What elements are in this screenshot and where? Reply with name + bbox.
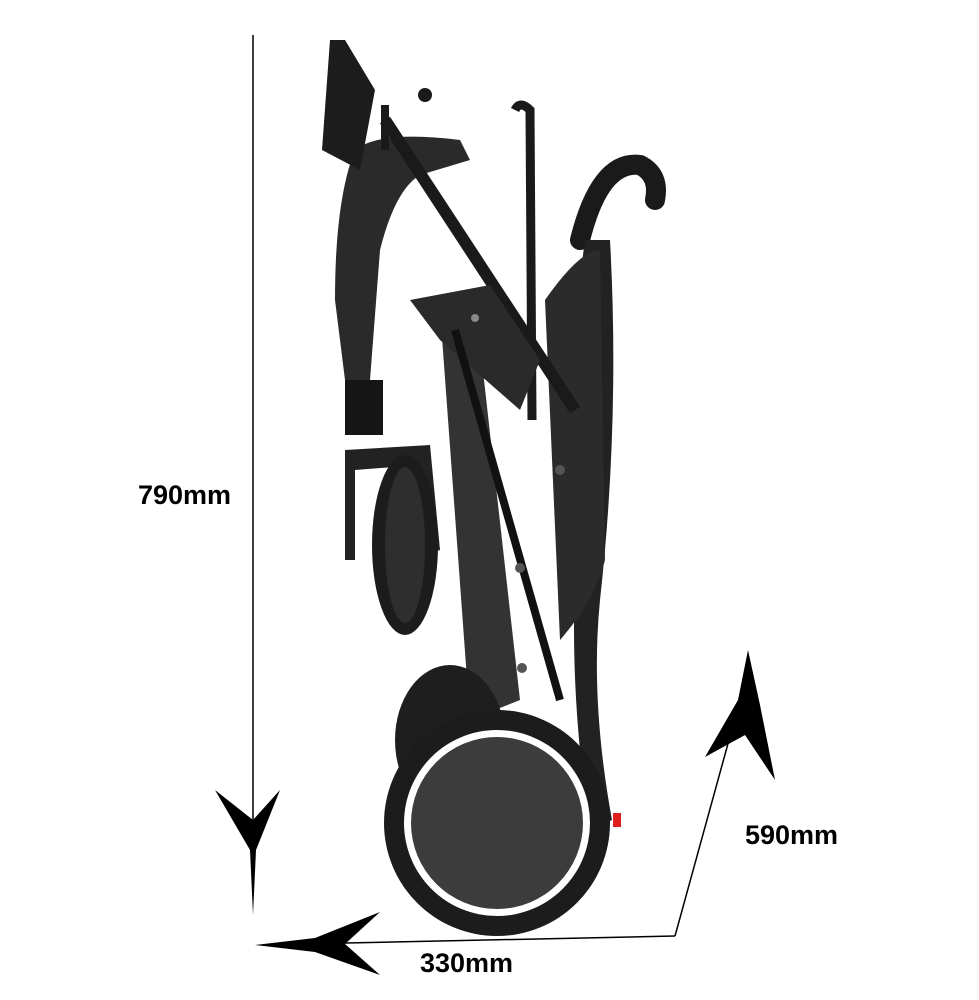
wheelchair-image [322,40,666,936]
width-dimension-arrow [255,912,676,975]
depth-dimension-label: 590mm [745,820,839,850]
height-dimension-label: 790mm [138,480,232,510]
reflector-icon [613,813,621,827]
depth-dimension-arrow [674,650,775,937]
width-dimension-label: 330mm [420,948,514,978]
height-dimension-arrow [215,35,280,915]
